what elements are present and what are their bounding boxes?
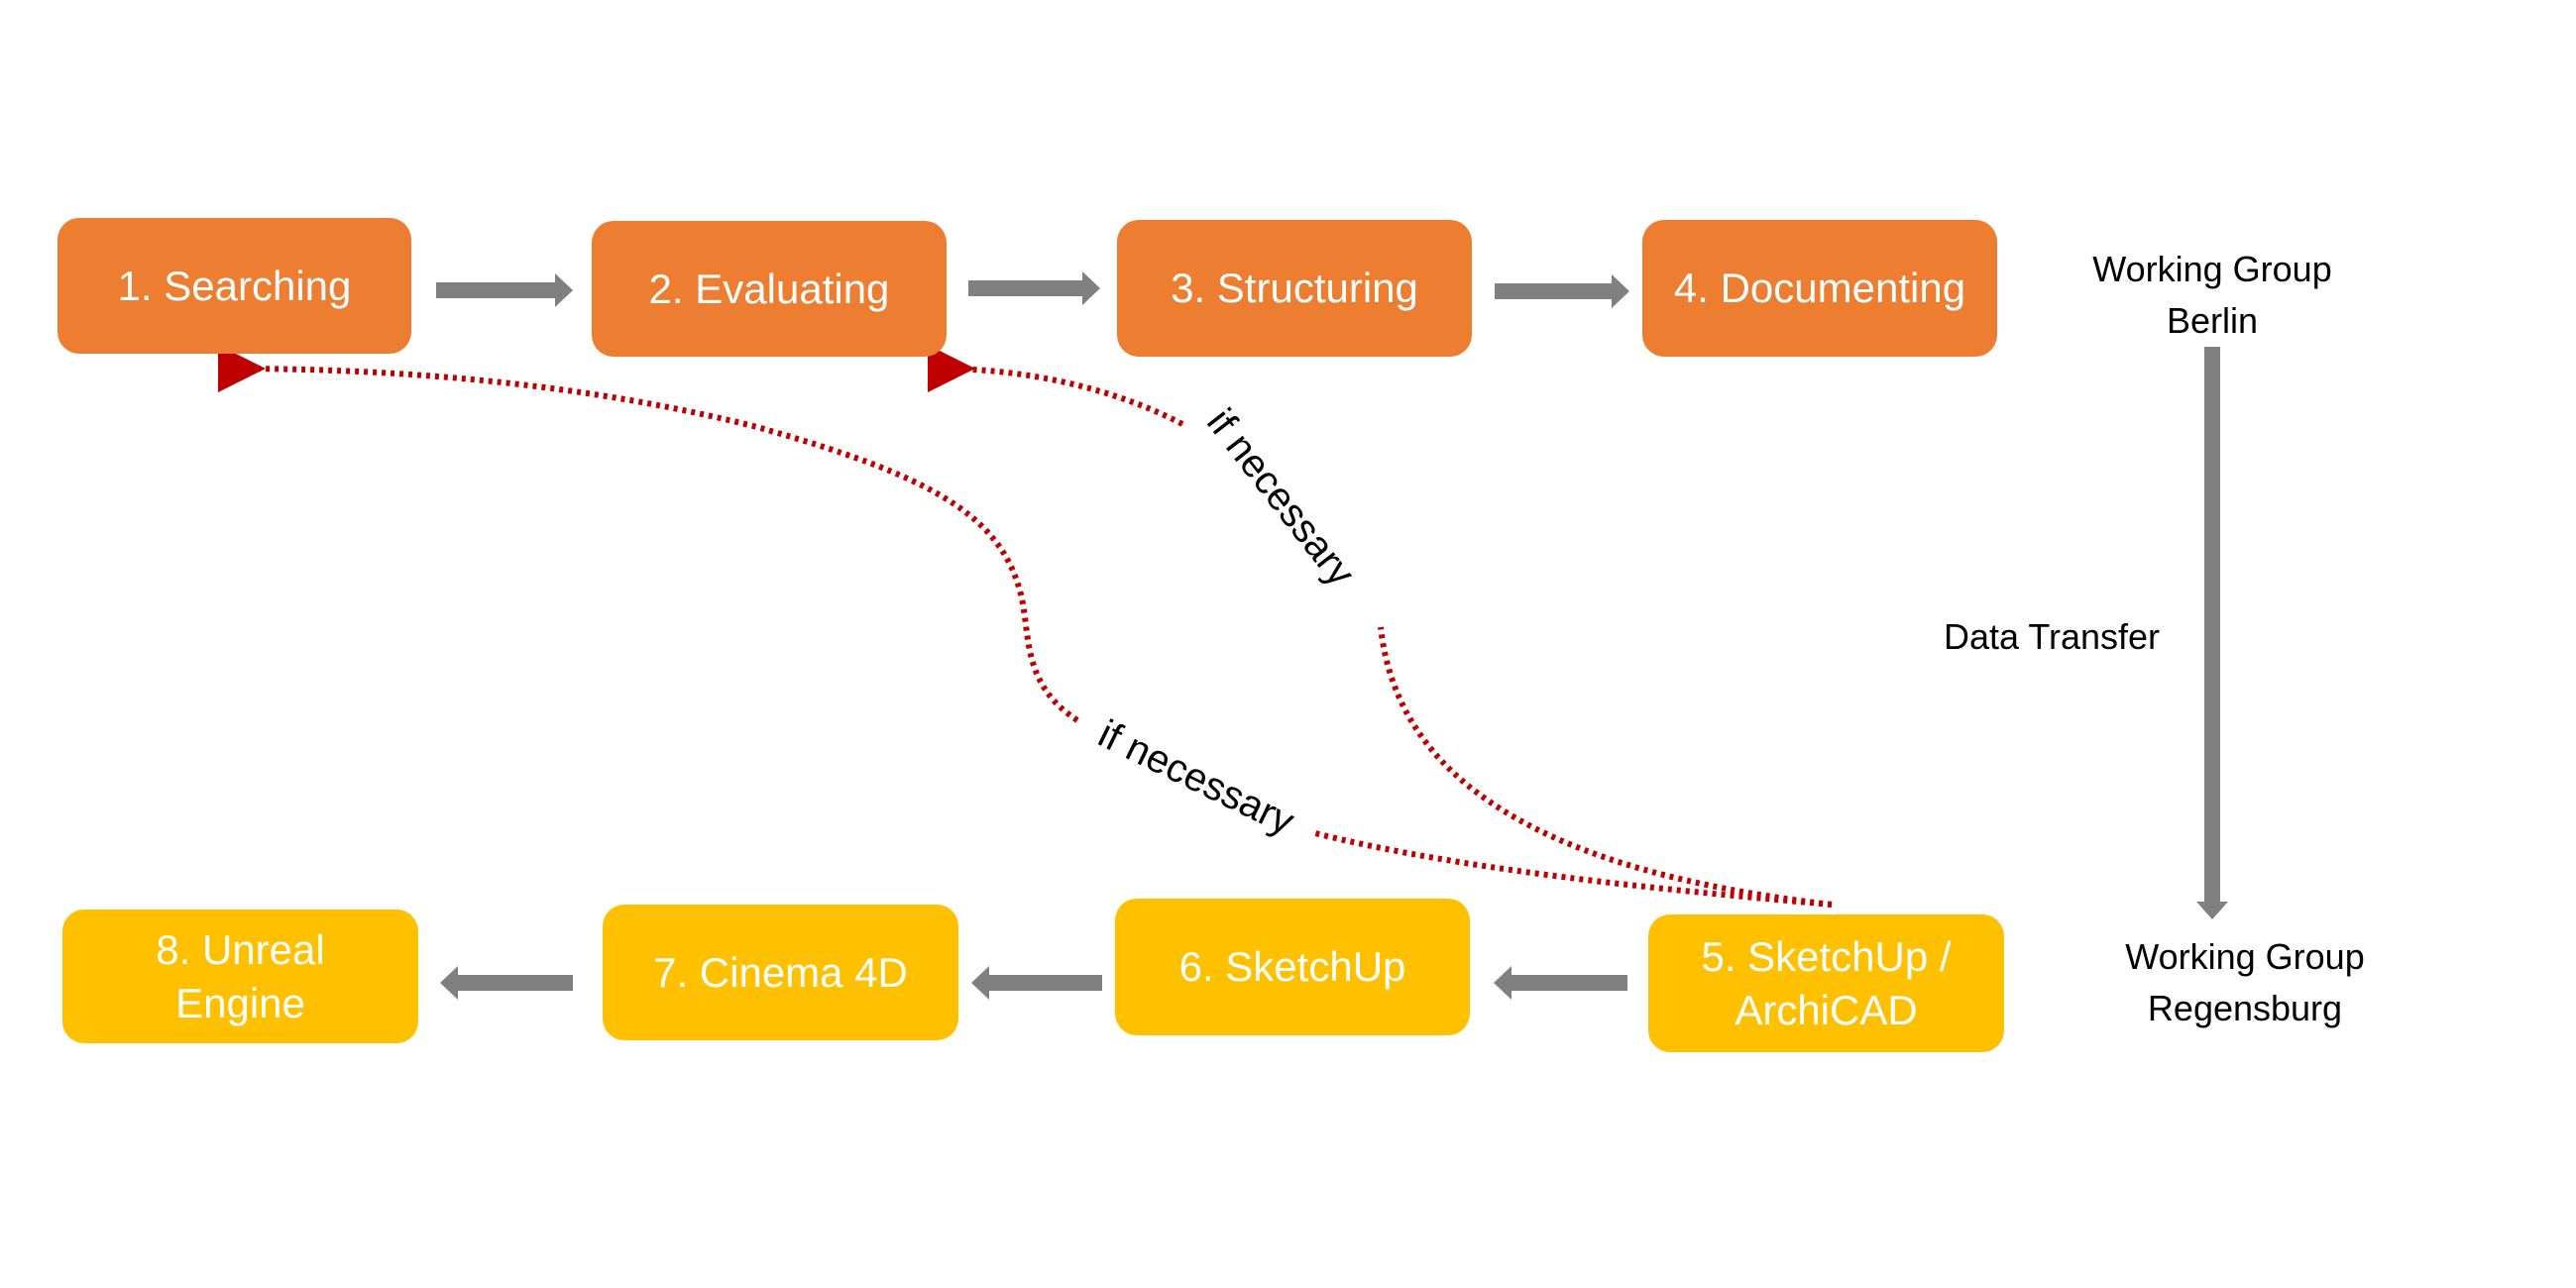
step-label: 4. Documenting: [1673, 265, 1966, 311]
feedback-arrow-to-searching: [230, 369, 1833, 908]
group-label-line: Berlin: [2166, 300, 2259, 341]
step-cinema-4d: 7. Cinema 4D: [603, 905, 958, 1040]
group-label-line: Working Group: [2092, 249, 2332, 289]
flow-arrow-7-8: [440, 966, 573, 1000]
step-label: 5. SketchUp / ArchiCAD: [1701, 932, 1952, 1033]
step-sketchup: 6. SketchUp: [1115, 899, 1470, 1035]
group-label-line: Working Group: [2125, 936, 2365, 977]
step-structuring: 3. Structuring: [1117, 220, 1472, 357]
step-searching: 1. Searching: [57, 218, 411, 354]
feedback-arrow-to-evaluating: [940, 369, 1833, 908]
flow-arrow-3-4: [1495, 274, 1629, 308]
step-label: 6. SketchUp: [1178, 943, 1406, 990]
step-label: 8. Unreal Engine: [156, 925, 325, 1026]
working-group-regensburg: Working Group Regensburg: [2096, 931, 2394, 1034]
step-unreal-engine: 8. Unreal Engine: [62, 910, 418, 1043]
flow-arrow-2-3: [968, 271, 1100, 305]
working-group-berlin: Working Group Berlin: [2064, 244, 2361, 347]
flow-arrow-6-7: [971, 966, 1102, 1000]
step-evaluating: 2. Evaluating: [592, 221, 947, 357]
step-label: 7. Cinema 4D: [653, 948, 908, 996]
flow-arrow-5-6: [1494, 966, 1627, 1000]
step-label: 3. Structuring: [1171, 265, 1418, 311]
step-sketchup-archicad: 5. SketchUp / ArchiCAD: [1648, 914, 2004, 1052]
group-label-line: Regensburg: [2147, 988, 2343, 1028]
step-label: 2. Evaluating: [648, 265, 890, 312]
data-transfer-arrow: [2196, 347, 2228, 919]
step-documenting: 4. Documenting: [1642, 220, 1997, 357]
step-label: 1. Searching: [117, 262, 352, 309]
data-transfer-label: Data Transfer: [1943, 616, 2161, 657]
flow-arrow-1-2: [436, 273, 573, 307]
